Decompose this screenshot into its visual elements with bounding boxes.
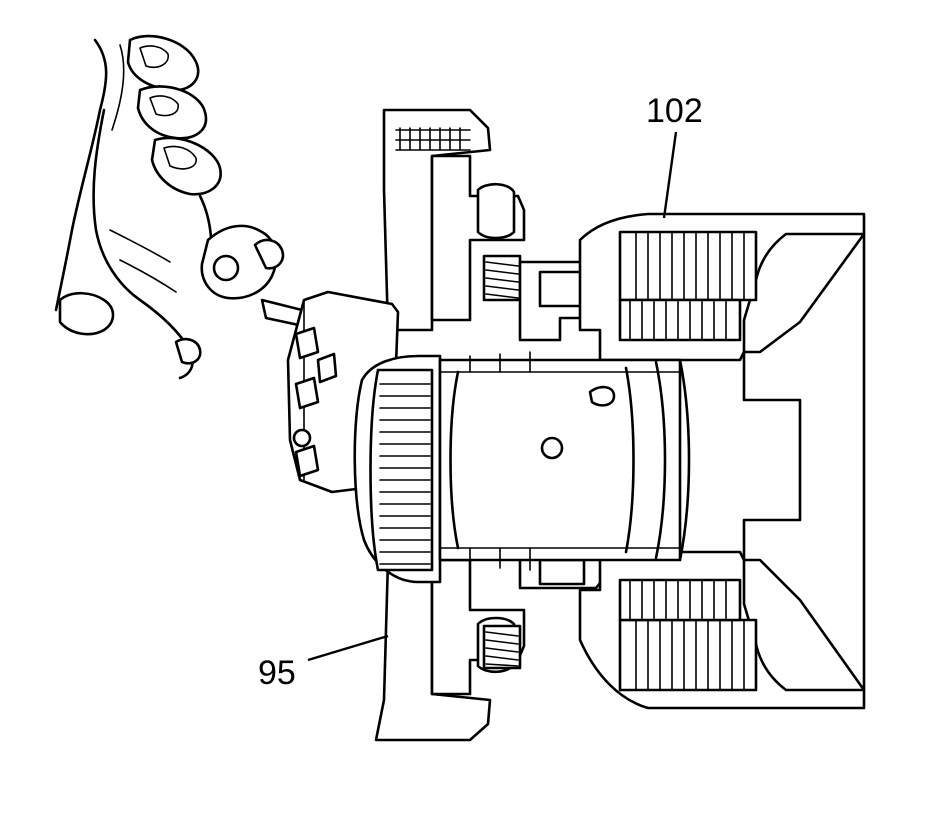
callout-95: 95 [258,634,389,692]
return-spring-upper [482,254,522,302]
flange-ribs-top [399,127,461,151]
leader-line-102 [662,131,678,219]
hand-with-air-nozzle [54,34,344,380]
leader-line-95 [307,634,389,662]
label-102: 102 [646,92,703,130]
label-95: 95 [258,654,296,692]
return-spring-lower [482,624,522,670]
clutch-plates-lower [618,578,758,692]
splined-bearing-ring [353,354,442,584]
callout-102: 102 [646,92,703,219]
central-shaft-cylinder [438,351,691,571]
clutch-plates-upper [618,230,758,342]
spline-teeth [379,383,431,565]
